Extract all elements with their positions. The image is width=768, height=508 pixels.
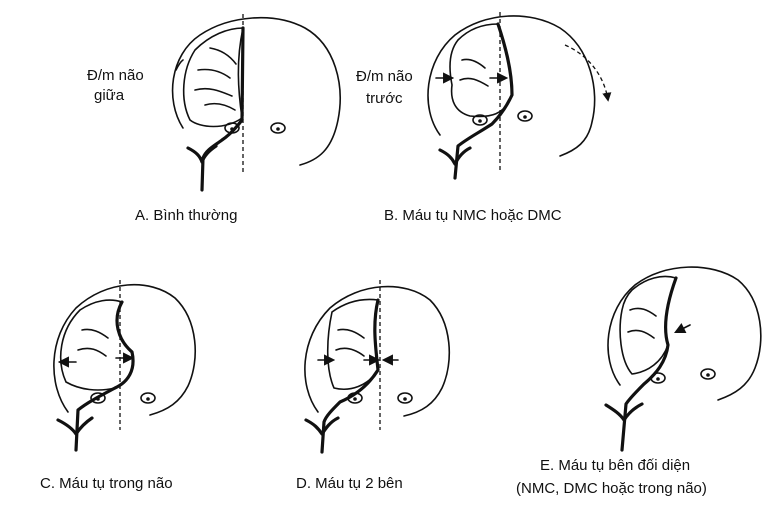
head-outline-icon [427, 15, 596, 157]
panel-e: E. Máu tụ bên đối diện (NMC, DMC hoặc tr… [516, 266, 762, 497]
rotation-arrow-icon [564, 44, 612, 102]
head-outline-icon [53, 283, 197, 416]
panel-a: Đ/m não giữa A. Bình thường [87, 14, 341, 224]
artery-icon [326, 298, 379, 390]
eye-icon [472, 114, 488, 126]
anterior-artery-label-line2: trước [366, 90, 403, 107]
eye-icon [517, 110, 533, 122]
eye-icon [270, 122, 286, 134]
middle-artery-label-line1: Đ/m não [87, 67, 144, 84]
shift-arrow-icon [673, 322, 691, 334]
panel-c: C. Máu tụ trong não [40, 280, 197, 492]
artery-icon [182, 27, 244, 128]
head-outline-icon [304, 285, 451, 417]
eye-icon [347, 392, 363, 404]
head-outline-icon [607, 266, 762, 401]
panel-d-caption: D. Máu tụ 2 bên [296, 475, 403, 492]
panel-a-caption: A. Bình thường [135, 207, 237, 224]
panel-c-caption: C. Máu tụ trong não [40, 475, 173, 492]
head-outline-icon [171, 16, 341, 166]
middle-artery-label-line2: giữa [94, 87, 125, 104]
artery-icon [619, 275, 677, 375]
anterior-artery-label-line1: Đ/m não [356, 68, 413, 85]
panel-b-caption: B. Máu tụ NMC hoặc DMC [384, 207, 562, 224]
eye-icon [397, 392, 413, 404]
panel-e-caption-line1: E. Máu tụ bên đối diện [540, 457, 690, 474]
eye-icon [700, 368, 716, 380]
eye-icon [90, 392, 106, 404]
panel-b: Đ/m não trước B. Máu tụ NMC hoặc DMC [356, 12, 612, 224]
panel-d: D. Máu tụ 2 bên [296, 280, 451, 492]
eye-icon [650, 372, 666, 384]
eye-icon [224, 122, 240, 134]
panel-e-caption-line2: (NMC, DMC hoặc trong não) [516, 480, 707, 497]
eye-icon [140, 392, 156, 404]
